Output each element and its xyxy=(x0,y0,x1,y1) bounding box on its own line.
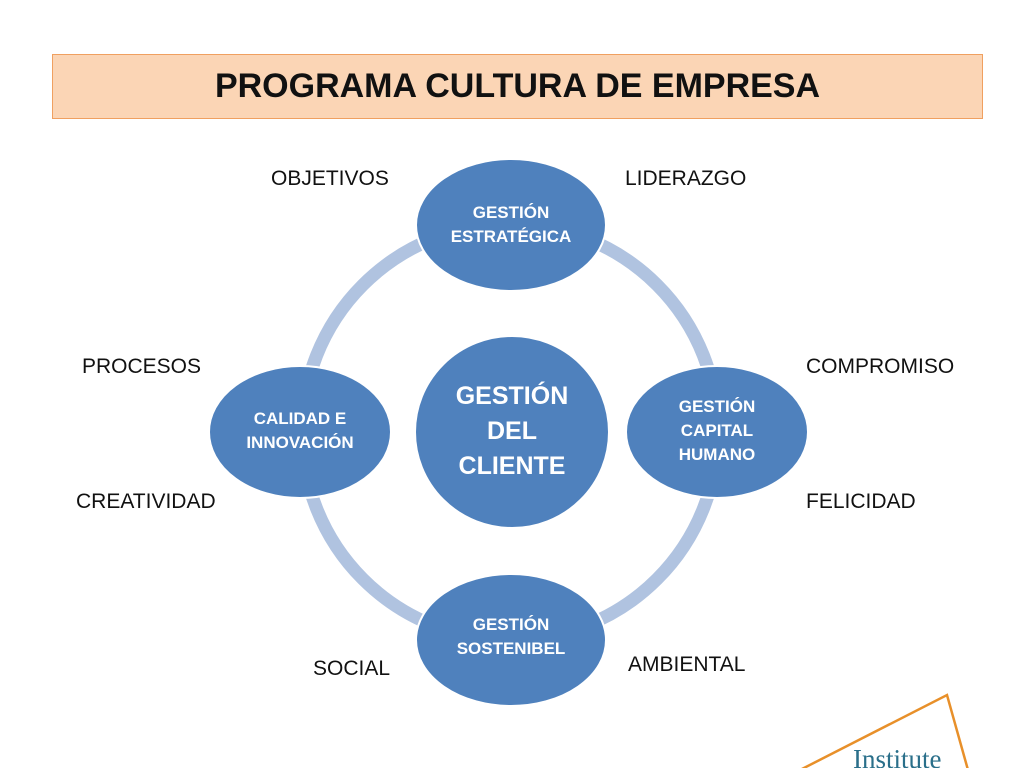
node-gestion-estrategica: GESTIÓN ESTRATÉGICA xyxy=(415,158,607,292)
node-gestion-del-cliente: GESTIÓN DEL CLIENTE xyxy=(414,335,610,529)
node-gestion-capital-humano: GESTIÓN CAPITAL HUMANO xyxy=(625,365,809,499)
label-creatividad: CREATIVIDAD xyxy=(76,490,216,513)
institute-logo: Institute xyxy=(801,693,969,768)
node-label: CALIDAD E xyxy=(254,409,347,428)
label-compromiso: COMPROMISO xyxy=(806,355,955,378)
logo-text: Institute xyxy=(853,744,942,768)
node-label: SOSTENIBEL xyxy=(457,639,566,658)
label-objetivos: OBJETIVOS xyxy=(271,167,389,190)
node-label: GESTIÓN xyxy=(473,615,550,634)
label-procesos: PROCESOS xyxy=(82,355,202,378)
node-label: HUMANO xyxy=(679,445,756,464)
label-social: SOCIAL xyxy=(313,657,391,680)
node-calidad-innovacion: CALIDAD E INNOVACIÓN xyxy=(208,365,392,499)
title-banner: PROGRAMA CULTURA DE EMPRESA xyxy=(52,54,983,119)
page-title: PROGRAMA CULTURA DE EMPRESA xyxy=(214,67,821,105)
node-gestion-sostenibel: GESTIÓN SOSTENIBEL xyxy=(415,573,607,707)
label-ambiental: AMBIENTAL xyxy=(628,653,746,676)
center-label: CLIENTE xyxy=(459,452,566,480)
node-label: INNOVACIÓN xyxy=(246,433,353,452)
label-liderazgo: LIDERAZGO xyxy=(625,167,747,190)
node-label: GESTIÓN xyxy=(679,397,756,416)
node-label: ESTRATÉGICA xyxy=(451,227,572,246)
center-label: GESTIÓN xyxy=(456,380,569,410)
node-label: GESTIÓN xyxy=(473,203,550,222)
center-label: DEL xyxy=(487,417,537,445)
node-label: CAPITAL xyxy=(681,421,753,440)
label-felicidad: FELICIDAD xyxy=(806,490,916,513)
